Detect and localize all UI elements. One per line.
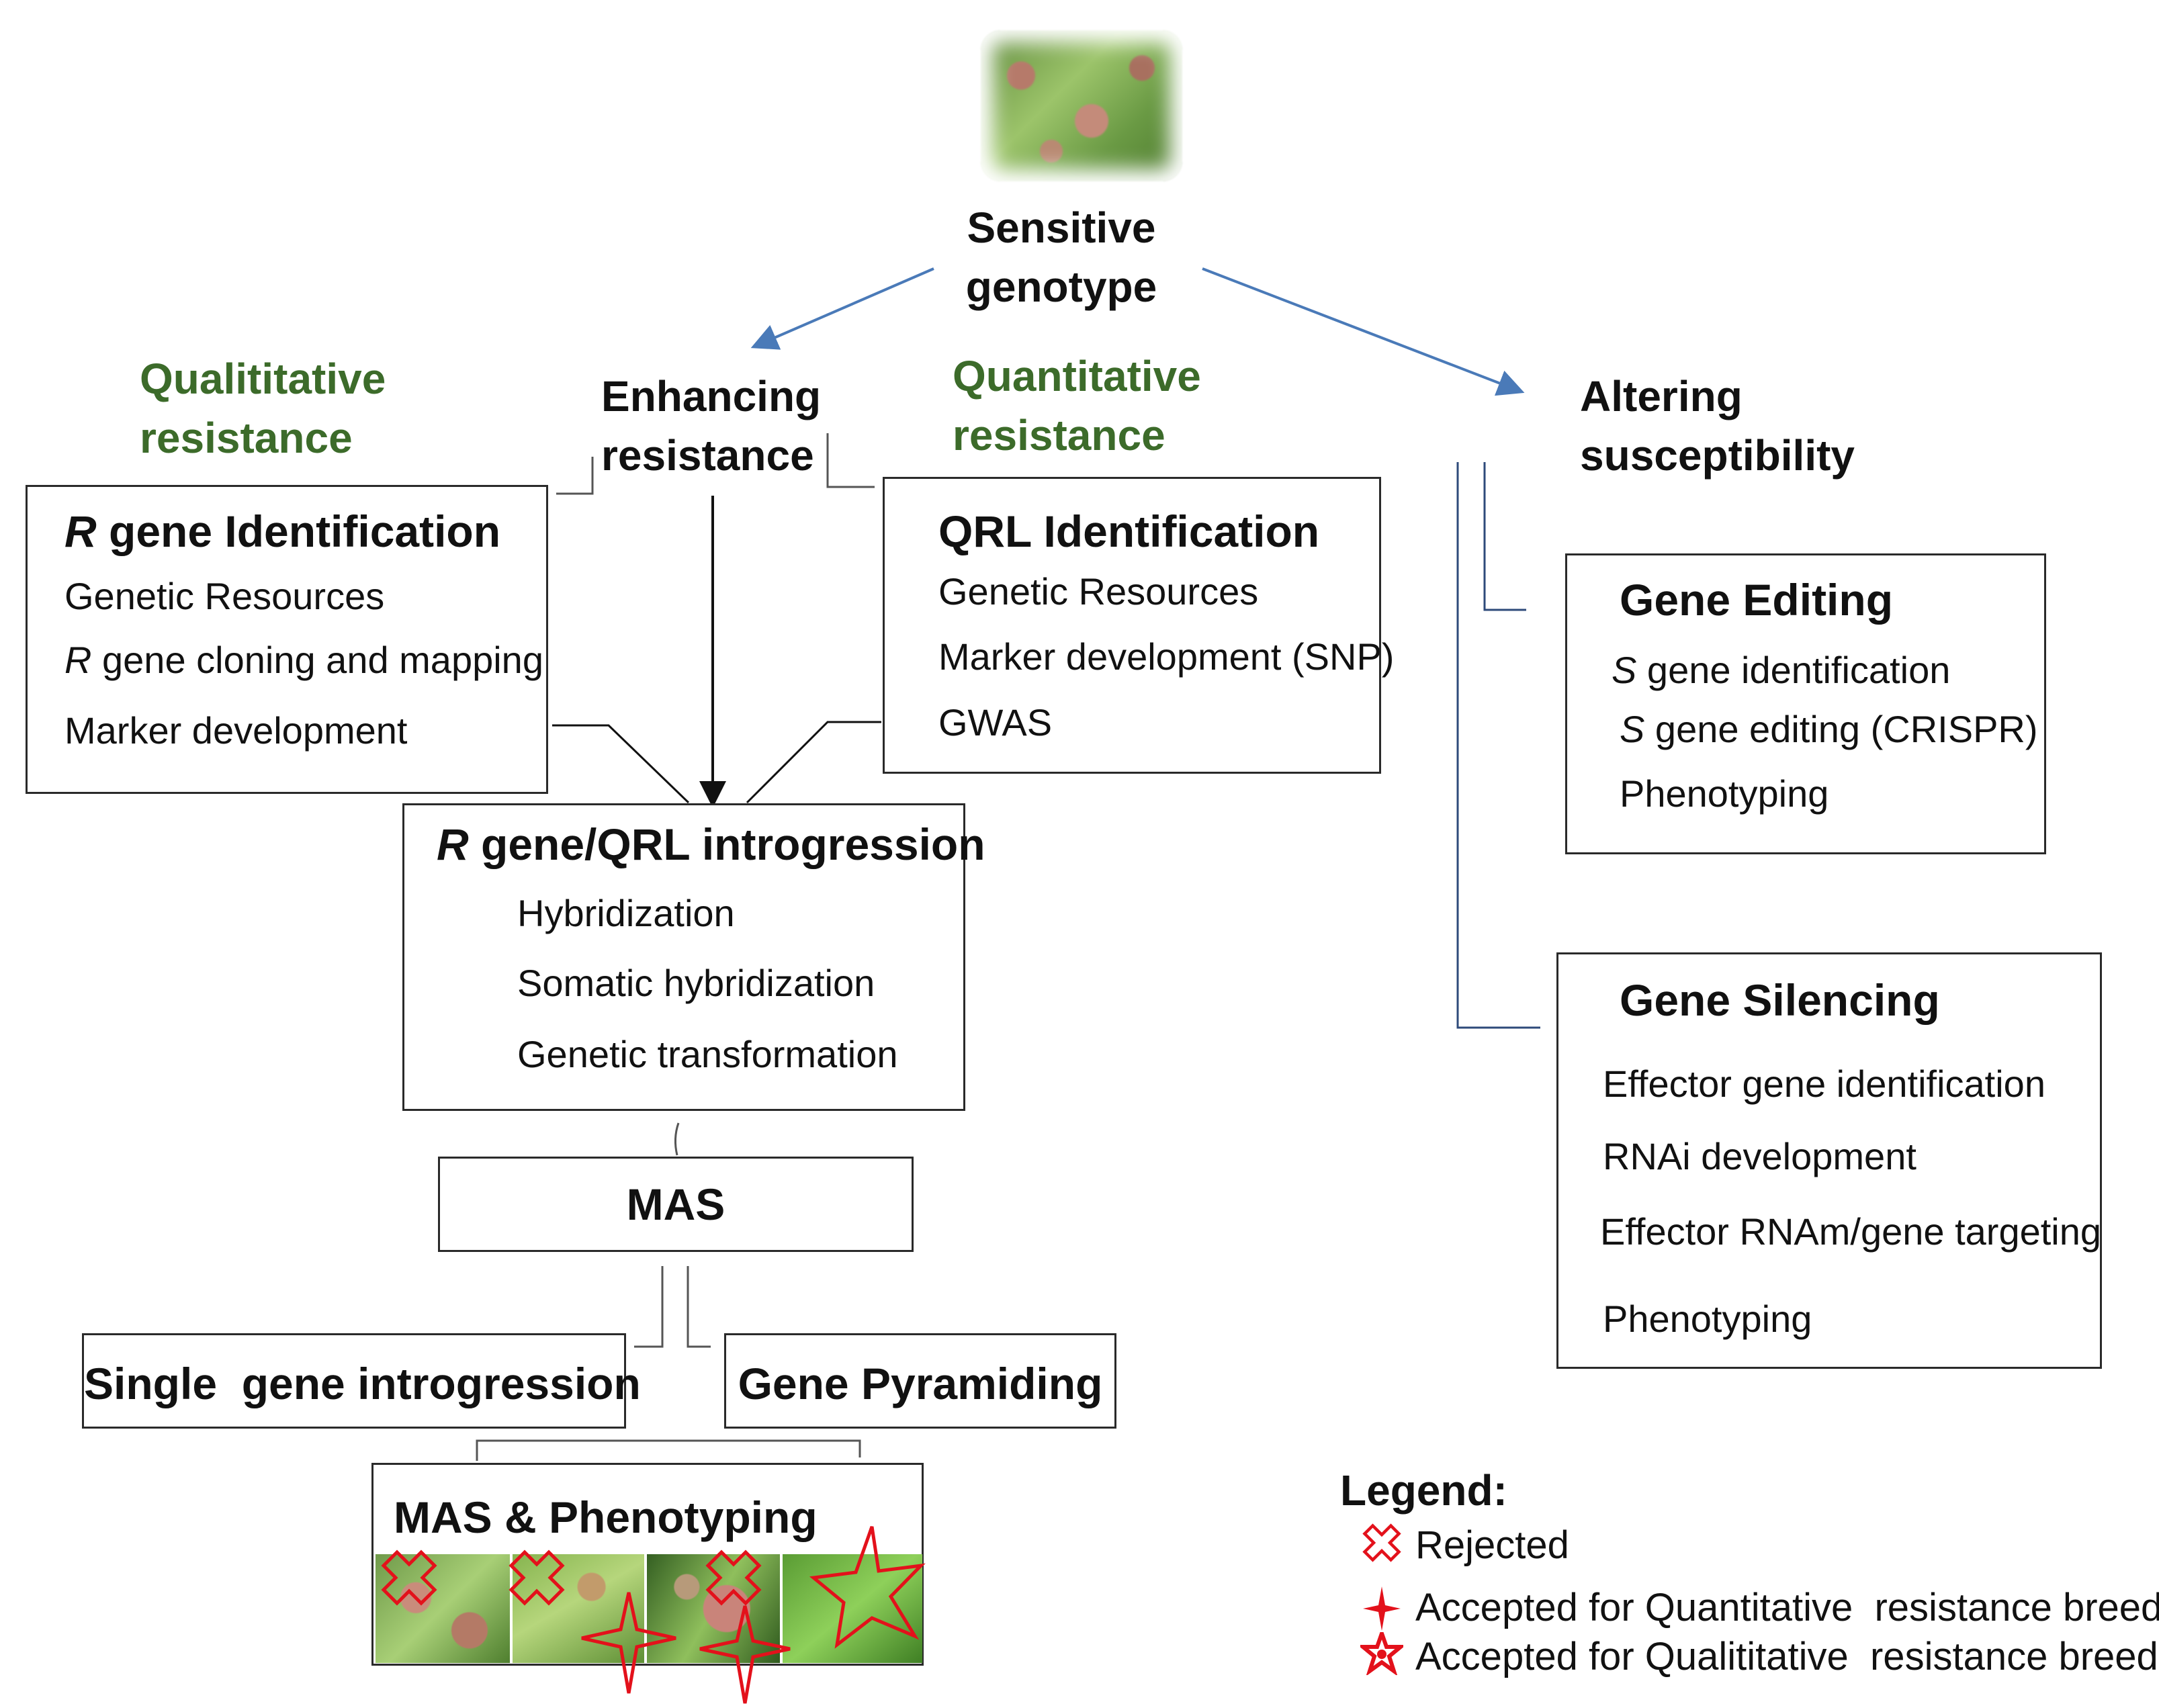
connector-introgression-mas — [674, 1122, 680, 1156]
connector-gene-editing — [1483, 462, 1526, 611]
gene-editing-item: S gene identification — [1612, 649, 1951, 691]
legend: Legend: Rejected Accepted for Quantitati… — [1340, 1461, 2159, 1689]
sensitive-genotype-label: Sensitive genotype — [965, 204, 1157, 311]
connector-mas-pyramiding — [687, 1266, 711, 1348]
legend-title: Legend: — [1340, 1466, 1507, 1515]
introgression-item: Genetic transformation — [517, 1033, 898, 1075]
five-point-star-icon — [1360, 1632, 1403, 1675]
four-point-star-icon — [1363, 1586, 1401, 1631]
qrl-item: GWAS — [938, 701, 1053, 744]
connector-qrl-introgression — [746, 721, 881, 804]
leaf-panel-1 — [376, 1554, 510, 1663]
gene-editing-item: S gene editing (CRISPR) — [1620, 708, 2038, 750]
r-gene-item: Marker development — [64, 709, 408, 752]
quantitative-resistance-label: Quantitative resistance — [953, 352, 1201, 459]
mas-phenotyping-title: MAS & Phenotyping — [394, 1492, 818, 1542]
qrl-identification-box: QRL Identification Genetic Resources Mar… — [883, 477, 1394, 774]
altering-susceptibility-label: Altering susceptibility — [1580, 372, 1855, 480]
bracket-right — [826, 433, 875, 488]
gene-silencing-title: Gene Silencing — [1620, 975, 1940, 1025]
legend-label-qualitative: Accepted for Qualititative resistance br… — [1415, 1635, 2159, 1678]
arrow-to-enhancing — [750, 267, 934, 350]
gene-editing-item: Phenotyping — [1620, 772, 1829, 815]
gene-silencing-box: Gene Silencing Effector gene identificat… — [1556, 952, 2102, 1369]
connector-to-phenotyping — [476, 1439, 861, 1461]
enhancing-resistance-label: Enhancing resistance — [601, 372, 822, 480]
gene-editing-title: Gene Editing — [1620, 575, 1894, 625]
connector-rgene-introgression — [552, 724, 690, 804]
qrl-item: Marker development (SNP) — [938, 635, 1395, 678]
gene-pyramiding-title: Gene Pyramiding — [738, 1359, 1103, 1408]
r-gene-identification-box: R gene Identification Genetic Resources … — [26, 485, 548, 794]
gene-silencing-item: Phenotyping — [1603, 1298, 1812, 1340]
introgression-item: Hybridization — [517, 892, 735, 934]
mas-phenotyping-box: MAS & Phenotyping — [371, 1463, 926, 1704]
r-gene-item: Genetic Resources — [64, 575, 385, 617]
x-outline-icon — [1362, 1523, 1401, 1562]
gene-pyramiding-box: Gene Pyramiding — [724, 1333, 1116, 1429]
introgression-item: Somatic hybridization — [517, 962, 875, 1004]
diseased-leaf-image — [981, 30, 1182, 181]
selection-markers — [381, 1526, 926, 1704]
x-outline-icon — [381, 1549, 437, 1606]
connector-gene-silencing — [1456, 462, 1540, 1029]
qrl-identification-title: QRL Identification — [938, 506, 1320, 556]
connector-mas-single — [634, 1266, 664, 1348]
mas-box: MAS — [438, 1157, 914, 1252]
x-outline-icon — [509, 1549, 565, 1606]
r-gene-identification-title: R gene Identification — [64, 506, 501, 556]
leaf-panel-2 — [513, 1554, 644, 1663]
arrow-to-altering — [1202, 267, 1525, 396]
four-point-star-icon — [581, 1592, 676, 1694]
legend-label-quantitative: Accepted for Quantitative resistance bre… — [1415, 1586, 2159, 1629]
gene-editing-box: Gene Editing S gene identification S gen… — [1565, 553, 2046, 854]
bracket-left — [556, 457, 594, 495]
single-gene-introgression-box: Single gene introgression — [82, 1333, 641, 1429]
four-point-star-icon — [699, 1605, 791, 1704]
x-outline-icon — [705, 1549, 762, 1606]
gene-silencing-item: Effector gene identification — [1603, 1063, 2045, 1105]
mas-title: MAS — [626, 1179, 725, 1229]
single-gene-introgression-title: Single gene introgression — [84, 1359, 641, 1408]
introgression-title: R gene/QRL introgression — [437, 819, 985, 869]
legend-label-rejected: Rejected — [1415, 1523, 1569, 1567]
introgression-box: R gene/QRL introgression Hybridization S… — [402, 803, 985, 1111]
qualitative-resistance-label: Qualititative resistance — [140, 355, 386, 462]
qrl-item: Genetic Resources — [938, 570, 1259, 613]
r-gene-item: R gene cloning and mapping — [64, 639, 543, 681]
gene-silencing-item: RNAi development — [1603, 1135, 1916, 1177]
gene-silencing-item: Effector RNAm/gene targeting — [1600, 1210, 2102, 1253]
five-point-star-icon — [809, 1526, 926, 1649]
